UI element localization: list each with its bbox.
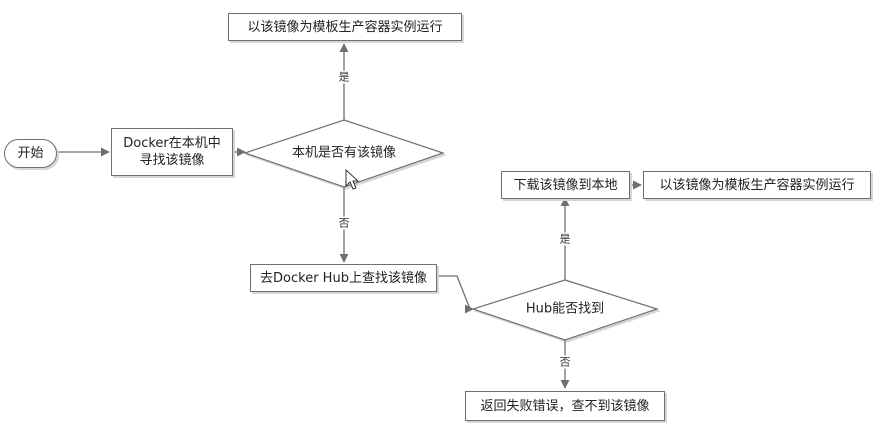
start-node: 开始 [4, 139, 57, 168]
edge-label-hub-no: 否 [558, 355, 572, 369]
run-container-top-node: 以该镜像为模板生产容器实例运行 [228, 13, 462, 41]
download-node: 下载该镜像到本地 [501, 171, 630, 199]
edge-label-local-no: 否 [337, 216, 351, 230]
error-node: 返回失败错误，查不到该镜像 [465, 391, 665, 421]
run-container-right-node: 以该镜像为模板生产容器实例运行 [643, 171, 871, 199]
edge-label-hub-yes: 是 [558, 232, 572, 246]
edge-hub-search-to-decision [437, 275, 474, 314]
mouse-cursor-icon [345, 168, 360, 190]
search-local-node: Docker在本机中寻找该镜像 [111, 128, 233, 176]
decision-hub-label: Hub能否找到 [525, 301, 605, 317]
decision-local-label: 本机是否有该镜像 [291, 145, 397, 161]
search-hub-node: 去Docker Hub上查找该镜像 [250, 264, 437, 292]
edge-label-local-yes: 是 [337, 70, 351, 84]
